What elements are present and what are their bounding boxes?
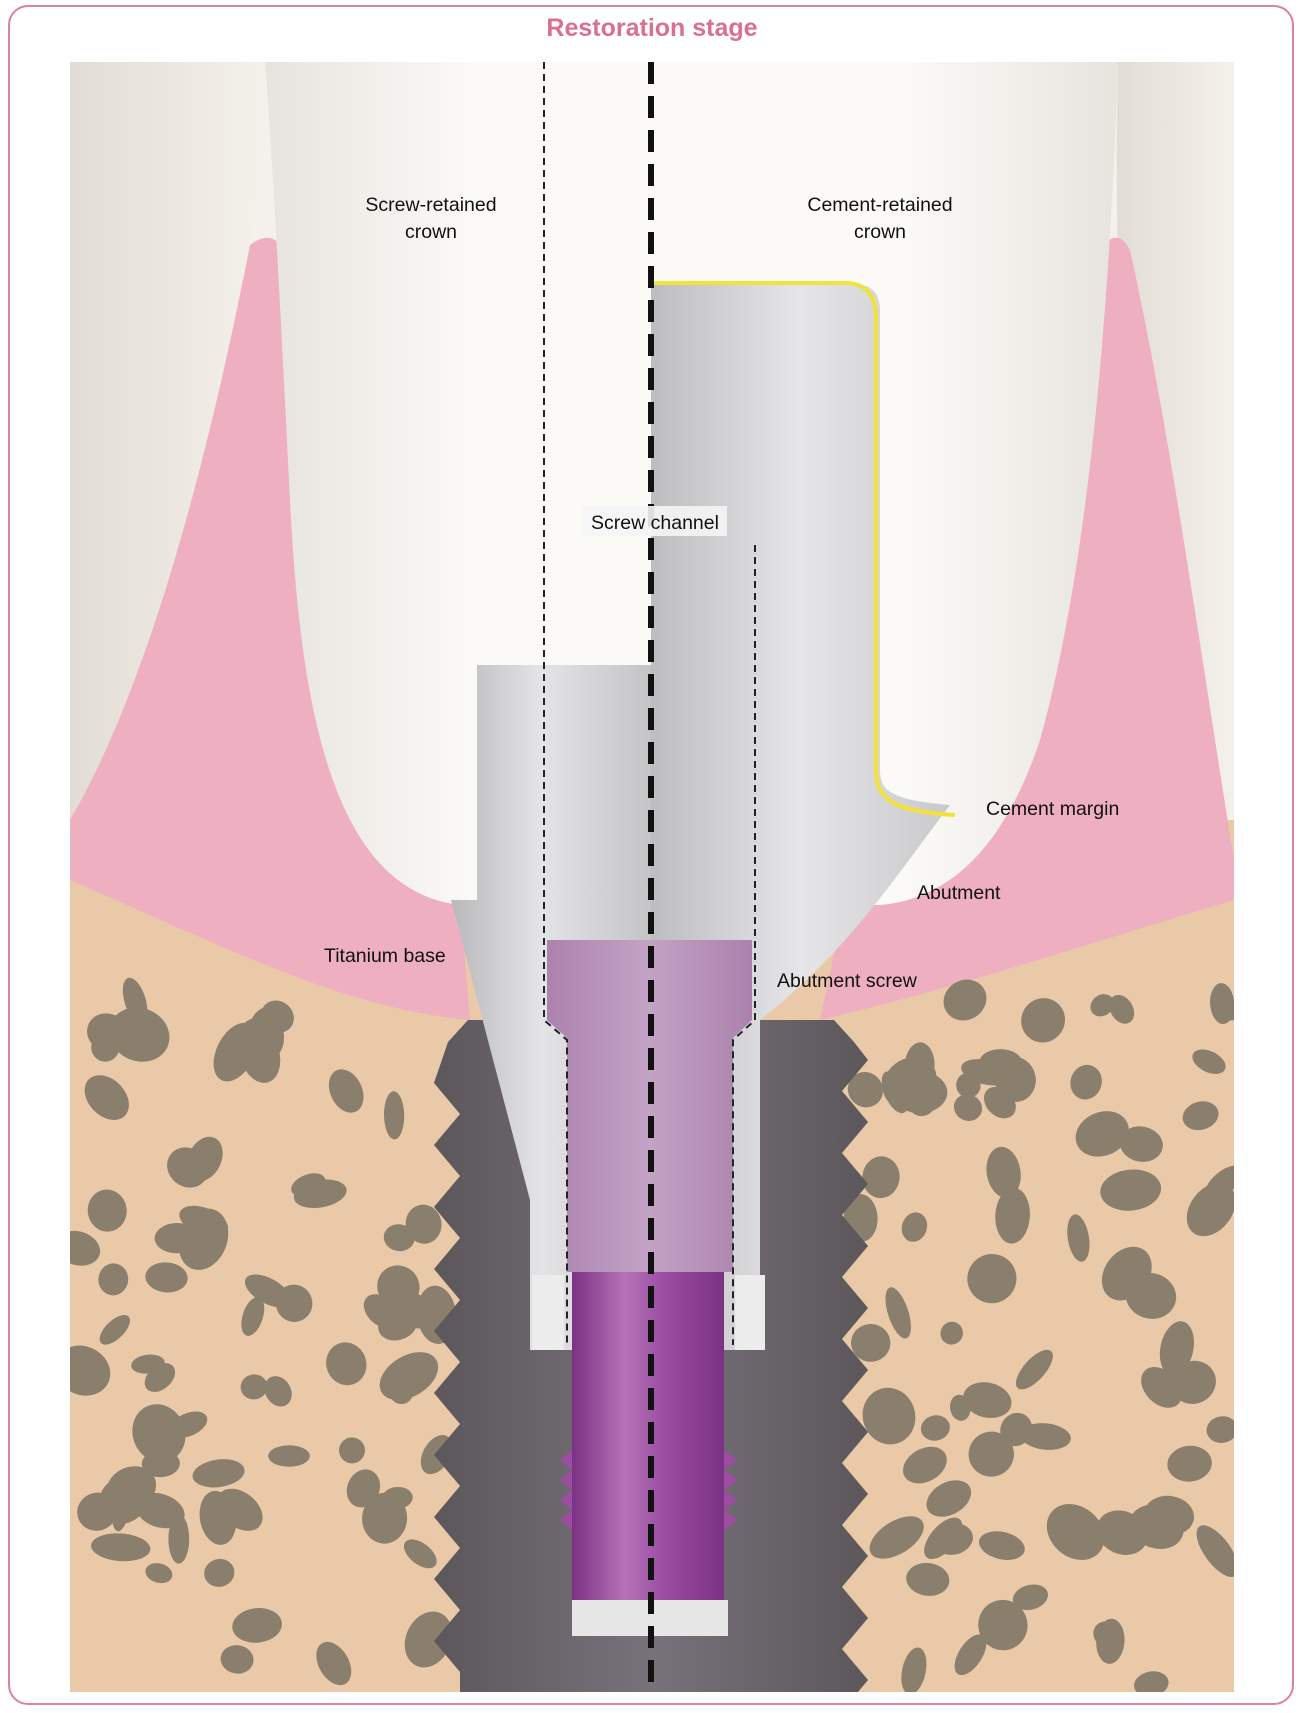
label-cement-retained-1: Cement-retained <box>807 194 952 216</box>
label-cement-margin: Cement margin <box>986 798 1119 820</box>
label-screw-retained-2: crown <box>405 221 457 243</box>
label-cement-retained-2: crown <box>854 221 906 243</box>
label-abutment-screw: Abutment screw <box>777 970 918 992</box>
label-titanium-base: Titanium base <box>324 945 446 967</box>
label-screw-retained-1: Screw-retained <box>365 194 496 216</box>
label-screw-channel: Screw channel <box>591 512 719 534</box>
bone-pore <box>268 1445 310 1466</box>
abutment-foot <box>735 1275 765 1350</box>
titanium-base-foot <box>532 1275 564 1350</box>
label-abutment: Abutment <box>917 882 1001 904</box>
